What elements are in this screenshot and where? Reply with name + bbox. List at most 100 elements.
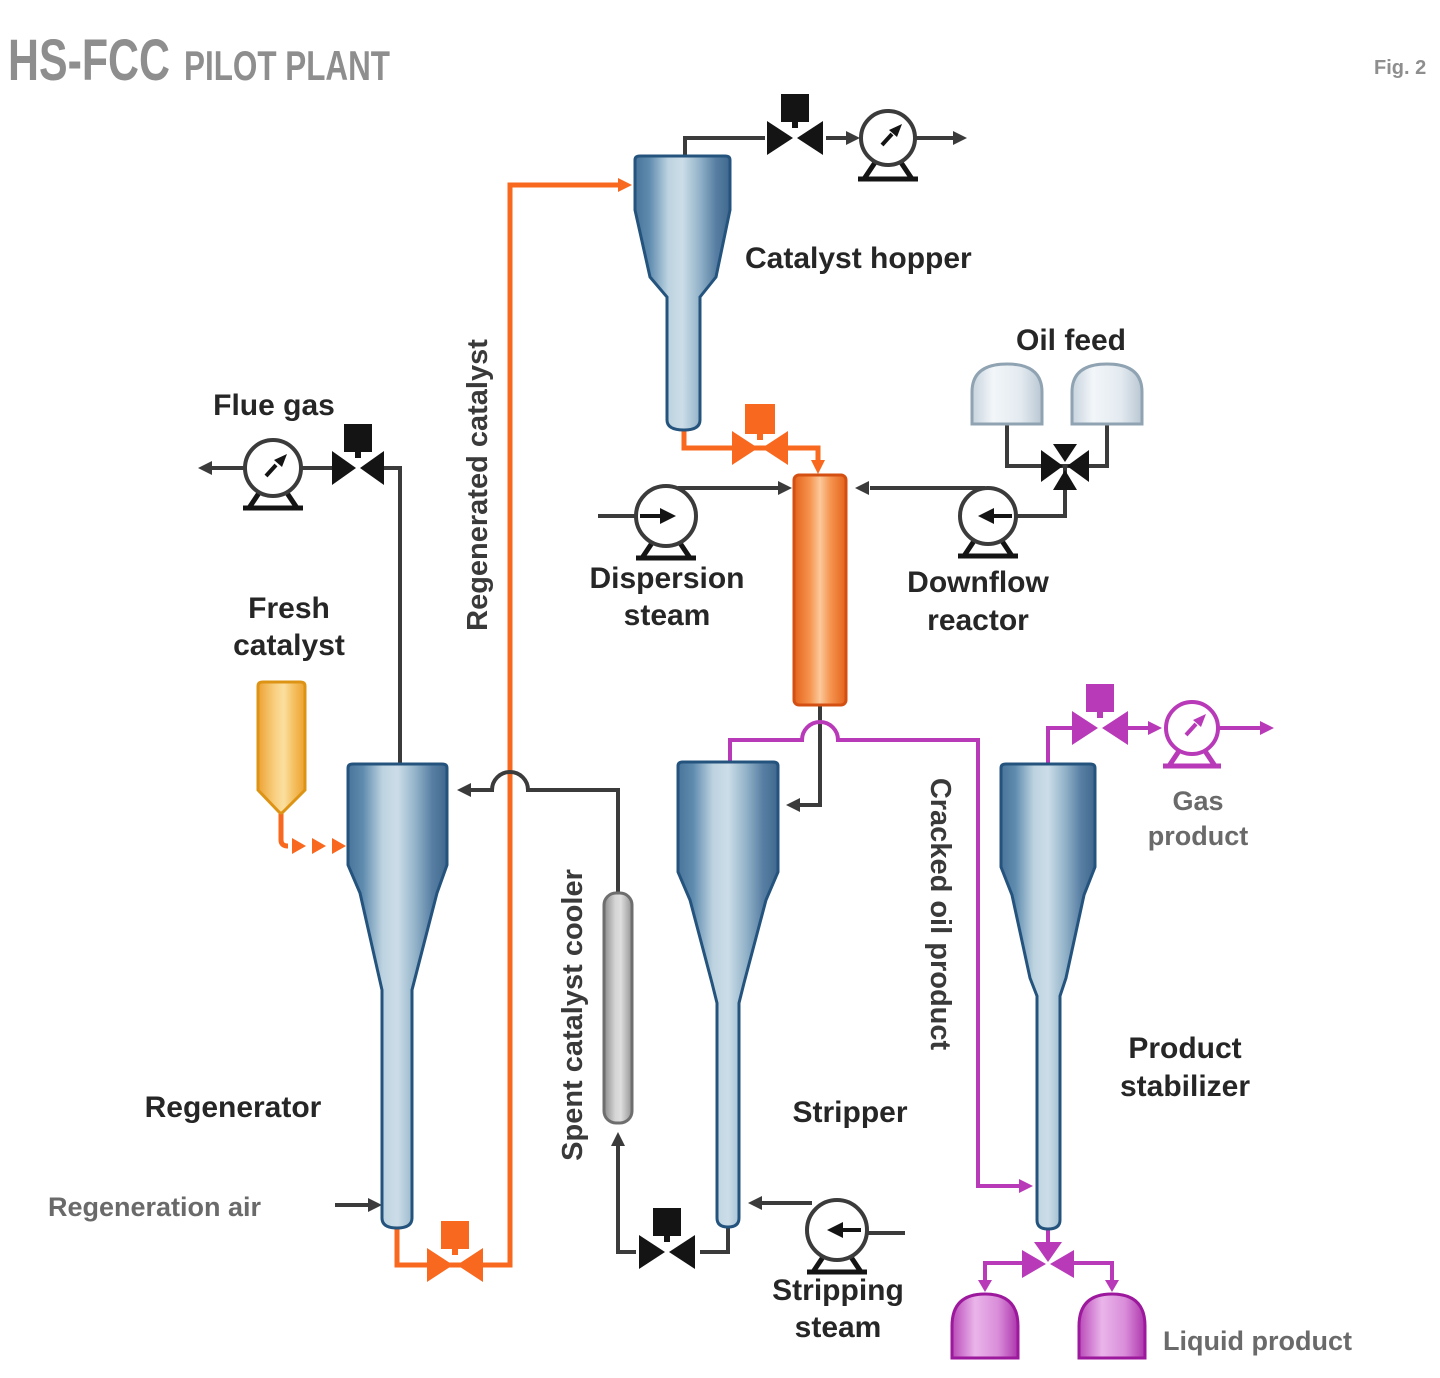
valve-right-wedge (360, 451, 384, 485)
gauge-needle-head (1193, 714, 1206, 727)
spent-catalyst-cooler-bar (602, 891, 634, 1125)
valve-left-wedge (732, 431, 758, 465)
stripper-vessel (676, 760, 780, 1229)
valve-top-wedge (1053, 444, 1077, 462)
gauge-needle (1184, 722, 1198, 737)
label-stripping-steam-1: Stripping (772, 1274, 904, 1307)
valve-actuator (653, 1208, 681, 1236)
vent-control-valve-icon (767, 94, 823, 155)
regenerator-vessel (346, 762, 449, 1230)
label-regenerated-catalyst: Regenerated catalyst (462, 339, 494, 631)
gas-product-blower-icon (1163, 700, 1221, 769)
valve-right-wedge (457, 1248, 483, 1282)
arrowhead-liquid-left (978, 1280, 992, 1292)
fresh-catalyst-chevron-2 (312, 838, 326, 854)
valve-stem (664, 1234, 670, 1242)
oil-feed-pump-icon (958, 486, 1018, 559)
text-labels: HS-FCC PILOT PLANT Fig. 2 Catalyst hoppe… (8, 28, 1426, 1356)
arrowhead-into-reactor (811, 460, 825, 474)
pumps (243, 109, 1221, 1275)
label-dispersion-steam-2: steam (624, 599, 711, 632)
product-stabilizer-vessel (999, 762, 1097, 1231)
label-oil-feed: Oil feed (1016, 324, 1126, 357)
label-stripping-steam-2: steam (795, 1311, 882, 1344)
valve-left-wedge (332, 451, 356, 485)
gas-product-line (1046, 726, 1074, 766)
pump-feet (858, 159, 918, 182)
stripping-steam-blower-icon (805, 1198, 869, 1275)
valve-top-wedge (1034, 1242, 1062, 1262)
label-downflow-reactor-1: Downflow (907, 566, 1049, 599)
valve-right-wedge (1102, 711, 1128, 745)
valve-actuator (344, 424, 372, 452)
label-catalyst-hopper: Catalyst hopper (745, 242, 972, 275)
valve-stem (452, 1247, 458, 1255)
page-subtitle: PILOT PLANT (184, 42, 390, 89)
equipment (256, 154, 1147, 1360)
cracked-oil-line (728, 720, 1020, 1188)
flow-arrow-head (660, 508, 676, 524)
label-liquid-product: Liquid product (1163, 1326, 1352, 1356)
valve-left-wedge (1072, 711, 1098, 745)
liquid-product-left-line (983, 1261, 1026, 1280)
valve-stem (757, 432, 763, 440)
label-regeneration-air: Regeneration air (48, 1192, 262, 1222)
arrowhead-regeneration-air (368, 1198, 382, 1212)
fresh-catalyst-drop-line (278, 812, 289, 849)
gauge-needle-head (274, 454, 287, 467)
valve-stem (355, 450, 361, 458)
dispersion-steam-blower-icon (634, 484, 698, 561)
label-gas-product-2: product (1148, 821, 1249, 851)
page-title: HS-FCC (8, 28, 170, 93)
fresh-catalyst-hopper (256, 680, 307, 815)
liquid-product-drum-2 (1077, 1292, 1147, 1360)
valve-right-wedge (1050, 1250, 1074, 1278)
valve-right-wedge (762, 431, 788, 465)
valve-right-wedge (797, 121, 823, 155)
gauge-needle (264, 463, 278, 478)
label-fresh-catalyst-1: Fresh (248, 592, 330, 625)
fresh-catalyst-chevron-1 (292, 838, 306, 854)
label-cracked-oil-product: Cracked oil product (924, 778, 956, 1051)
valve-left-wedge (427, 1248, 453, 1282)
downflow-reactor-vessel (792, 473, 848, 707)
flue-gas-blower-icon (243, 438, 303, 511)
valve-left-wedge (1022, 1250, 1046, 1278)
cooler-to-regenerator-line (471, 770, 620, 893)
gauge-needle (880, 132, 894, 147)
vent-blower-icon (858, 109, 918, 182)
label-spent-catalyst-cooler: Spent catalyst cooler (557, 869, 589, 1161)
label-product-stabilizer-2: stabilizer (1120, 1070, 1250, 1103)
valve-actuator (1086, 684, 1114, 712)
liquid-product-drum-1 (950, 1292, 1020, 1360)
valves (332, 94, 1128, 1282)
label-stripper: Stripper (792, 1096, 907, 1129)
figure-number: Fig. 2 (1374, 57, 1426, 79)
flow-arrow-head (978, 508, 994, 524)
arrowhead-into-stripper (786, 798, 800, 812)
oil-feed-drum-1 (970, 362, 1044, 426)
oil-feed-to-pump (1016, 468, 1067, 518)
valve-left-wedge (1041, 450, 1063, 482)
arrowhead-oil-into-reactor (855, 481, 869, 495)
valve-stem (1097, 710, 1103, 718)
valve-right-wedge (669, 1235, 695, 1269)
regenerated-catalyst-valve-icon (427, 1221, 483, 1282)
valve-actuator (441, 1221, 469, 1249)
fresh-catalyst-chevron-3 (332, 838, 346, 854)
valve-stem (792, 120, 798, 128)
spent-catalyst-valve-icon (639, 1208, 695, 1269)
arrowhead-vent-out (953, 131, 967, 145)
arrowhead-into-cooler (611, 1132, 625, 1146)
gauge-needle-head (889, 124, 902, 137)
label-flue-gas: Flue gas (213, 389, 335, 422)
stripper-to-cooler-line (616, 1146, 730, 1254)
label-dispersion-steam-1: Dispersion (589, 562, 744, 595)
label-fresh-catalyst-2: catalyst (233, 629, 345, 662)
valve-bottom-wedge (1053, 470, 1077, 490)
catalyst-feed-valve-icon (732, 404, 788, 465)
catalyst-hopper-vessel (633, 154, 732, 432)
arrowhead-steam-into-reactor (778, 481, 792, 495)
